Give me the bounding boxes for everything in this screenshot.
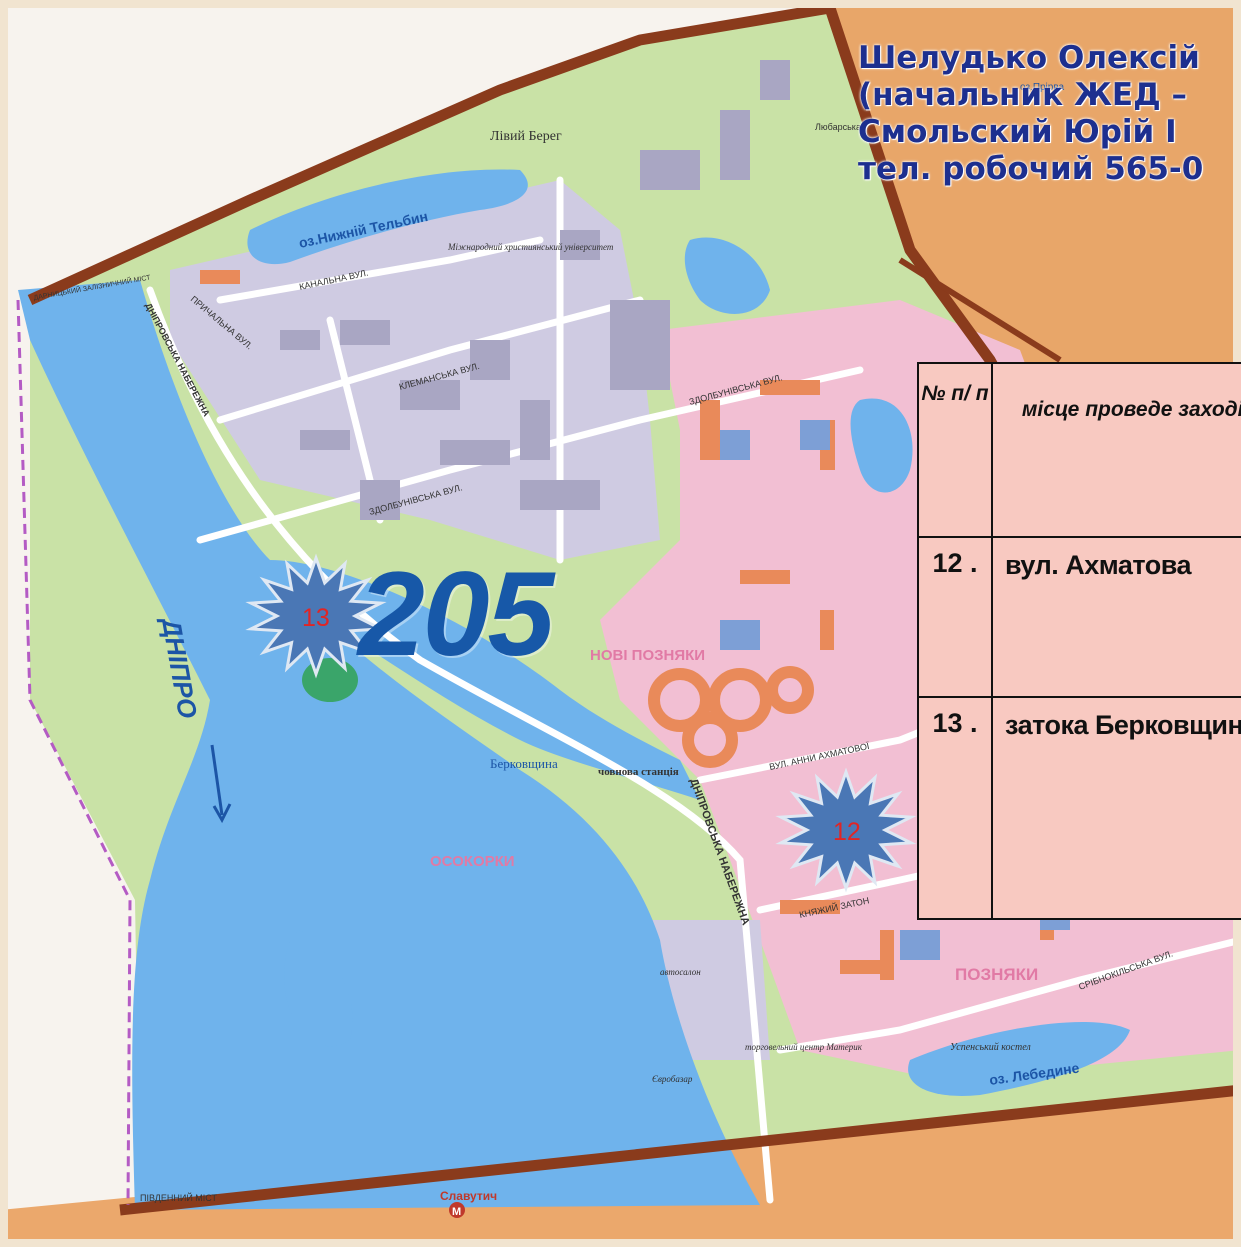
district-boundary-south	[119, 1084, 1241, 1216]
column-header-place: місце проведе заходів	[991, 362, 1241, 538]
industrial-zone	[170, 180, 660, 560]
label-uspenskyi: Успенський костел	[950, 1042, 1031, 1053]
marker-star-12-shape	[775, 767, 917, 893]
road-sribnokilska	[776, 936, 1241, 1054]
header-line-2: (начальник ЖЕД –	[858, 77, 1188, 113]
label-chovnova: човнова станція	[598, 766, 679, 778]
label-university: Міжнародний християнський університет	[447, 242, 614, 252]
dnipro-flow-arrow	[210, 744, 232, 824]
marker-star-13-shape	[245, 553, 387, 679]
table-row: 12 . вул. Ахматова	[917, 536, 1241, 698]
lake-pozniaky	[850, 398, 913, 493]
lake-lebedyne	[908, 1021, 1130, 1096]
rings-novi-pozniaky	[648, 666, 814, 768]
row-place: вул. Ахматова	[991, 536, 1241, 698]
boundary-dashed	[16, 299, 132, 1206]
metro-icon	[449, 1202, 465, 1218]
label-yevrobazar: Євробазар	[652, 1074, 693, 1084]
lake-south	[284, 930, 353, 1047]
label-liubarska: Любарська	[815, 122, 861, 132]
label-avtosalon: автосалон	[660, 967, 701, 977]
road-dniprovska	[146, 286, 774, 1204]
label-ozero-pryrva: оз.Прірва	[1020, 82, 1065, 93]
row-number: 13 .	[917, 696, 993, 920]
district-number: 205	[358, 547, 554, 681]
park-green	[302, 658, 358, 702]
road-klemanska	[216, 296, 644, 424]
table-header-row: № п/ п місце проведе заходів	[917, 362, 1241, 538]
lake-small	[684, 237, 770, 314]
dnipro-river	[18, 280, 760, 1210]
label-pozniaky: ПОЗНЯКИ	[955, 965, 1038, 984]
label-materyk: торговельний центр Материк	[745, 1042, 863, 1052]
marker-star-13[interactable]: 13	[245, 553, 387, 679]
label-liviy-bereh: Лівий Берег	[490, 129, 562, 144]
label-osokorky: ОСОКОРКИ	[430, 853, 515, 870]
lake-nyzhnii-telbyn	[247, 169, 528, 265]
marker-star-12-label: 12	[833, 818, 861, 846]
label-slavutych: Славутич	[440, 1189, 497, 1203]
header-line-4: тел. робочий 565-0	[858, 151, 1204, 187]
table-row: 13 . затока Берковщина	[917, 696, 1241, 920]
bay-berkovshchyna	[270, 560, 700, 800]
marker-star-13-label: 13	[302, 604, 330, 632]
header-line-1: Шелудько Олексій	[858, 40, 1200, 76]
label-pivdennyi-mist: ПІВДЕННИЙ МІСТ	[140, 1192, 218, 1203]
label-novi-pozniaky: НОВІ ПОЗНЯКИ	[590, 647, 705, 664]
row-number: 12 .	[917, 536, 993, 698]
events-table: № п/ п місце проведе заходів 12 . вул. А…	[917, 362, 1241, 920]
road-kanalna	[216, 236, 544, 304]
boundary-east-inner	[898, 257, 1062, 363]
row-place: затока Берковщина	[991, 696, 1241, 920]
label-berkovshchyna: Берковщина	[490, 756, 558, 771]
responsible-person-header: Шелудько Олексій (начальник ЖЕД – Смольс…	[858, 40, 1241, 188]
column-header-number: № п/ п	[917, 362, 993, 538]
marker-star-12[interactable]: 12	[775, 767, 917, 893]
metro-letter: M	[452, 1206, 461, 1218]
header-line-3: Смольский Юрій І	[858, 114, 1177, 150]
buildings-industrial	[280, 60, 790, 520]
